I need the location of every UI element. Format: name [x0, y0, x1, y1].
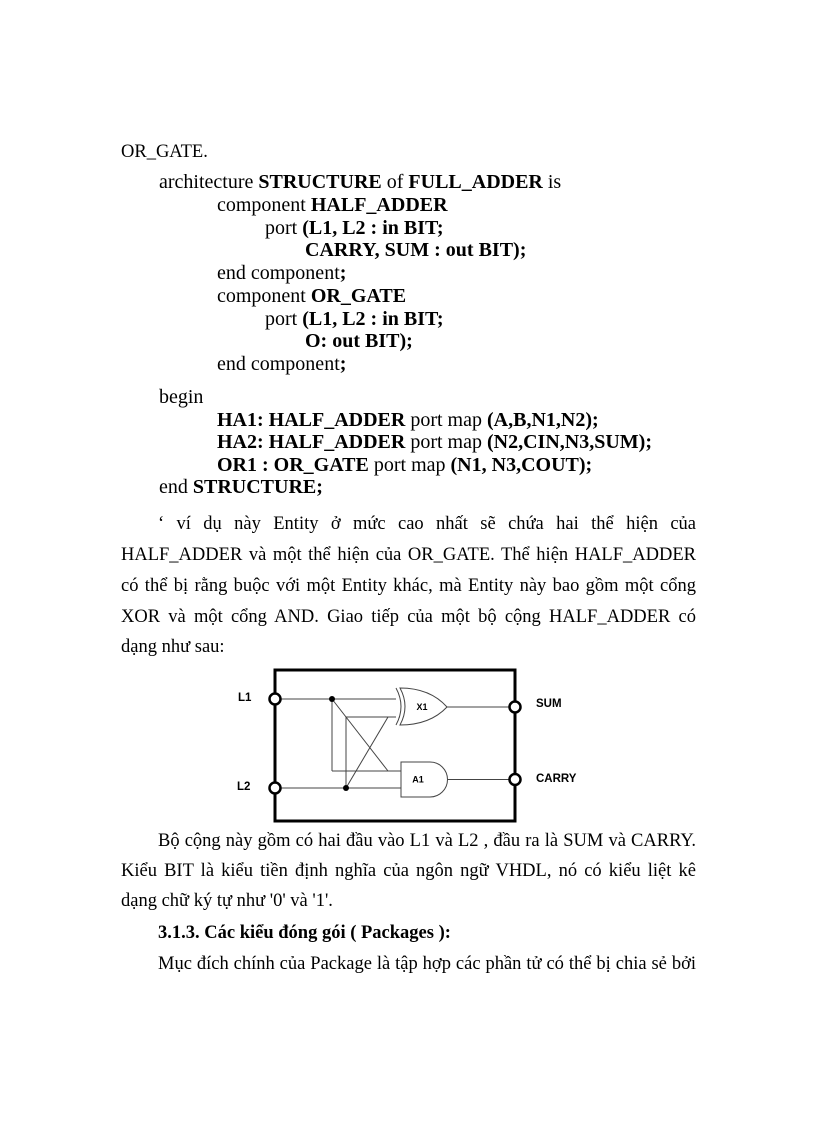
- code-line: component HALF_ADDER: [217, 194, 448, 217]
- paragraph-line: Mục đích chính của Package là tập hợp cá…: [158, 954, 696, 974]
- port-circle-icon: [508, 700, 522, 714]
- code-identifier: (L1, L2 : in BIT;: [302, 308, 444, 330]
- code-identifier: OR1 : OR_GATE: [217, 454, 369, 476]
- code-line: CARRY, SUM : out BIT);: [305, 239, 526, 262]
- code-keyword: port map: [405, 431, 487, 453]
- code-keyword: of: [381, 171, 409, 193]
- code-keyword: end: [159, 476, 193, 498]
- port-circle-icon: [268, 692, 282, 706]
- code-identifier: HALF_ADDER: [310, 194, 448, 216]
- paragraph-line: XOR và một cổng AND. Giao tiếp của một b…: [121, 607, 696, 627]
- half-adder-circuit-diagram: X1 A1 L1 L2 SUM CARRY: [237, 668, 577, 823]
- paragraph-line: có thể bị rằng buộc với một Entity khác,…: [121, 576, 696, 596]
- and-gate-icon: A1: [400, 761, 448, 798]
- code-identifier: STRUCTURE: [258, 171, 382, 193]
- paragraph-line: Kiểu BIT là kiểu tiền định nghĩa của ngô…: [121, 861, 696, 881]
- code-identifier: STRUCTURE;: [192, 476, 323, 498]
- code-identifier: (A,B,N1,N2);: [487, 409, 599, 431]
- code-line: HA1: HALF_ADDER port map (A,B,N1,N2);: [217, 409, 599, 432]
- code-identifier: HA1: HALF_ADDER: [217, 409, 406, 431]
- code-line: begin: [159, 386, 203, 409]
- port-circle-icon: [508, 772, 522, 787]
- code-keyword: end component: [217, 262, 340, 284]
- code-identifier: CARRY, SUM : out BIT);: [305, 239, 527, 261]
- code-punctuation: ;: [339, 353, 347, 375]
- xor-gate-icon: X1: [395, 687, 448, 726]
- code-identifier: (L1, L2 : in BIT;: [302, 217, 444, 239]
- code-keyword: component: [217, 285, 311, 307]
- code-keyword: architecture: [159, 171, 259, 193]
- xor-gate-label: X1: [416, 702, 427, 712]
- code-keyword: end component: [217, 353, 340, 375]
- entity-boundary: [273, 668, 517, 823]
- code-line: port (L1, L2 : in BIT;: [265, 308, 444, 331]
- code-keyword: component: [217, 194, 311, 216]
- code-identifier: OR_GATE: [310, 285, 407, 307]
- lead-in-text: OR_GATE.: [121, 142, 208, 162]
- code-punctuation: ;: [339, 262, 347, 284]
- code-identifier: FULL_ADDER: [408, 171, 543, 193]
- input-label-l1: L1: [238, 692, 252, 704]
- code-line: component OR_GATE: [217, 285, 406, 308]
- paragraph-line: ‘ ví dụ này Entity ở mức cao nhất sẽ chứ…: [158, 514, 696, 534]
- input-label-l2: L2: [237, 781, 250, 793]
- code-line: port (L1, L2 : in BIT;: [265, 217, 444, 240]
- wires: [275, 698, 515, 789]
- paragraph-line: dạng như sau:: [121, 637, 225, 657]
- and-gate-label: A1: [412, 775, 424, 785]
- port-circle-icon: [268, 781, 282, 795]
- code-identifier: HA2: HALF_ADDER: [217, 431, 406, 453]
- code-line: OR1 : OR_GATE port map (N1, N3,COUT);: [217, 454, 592, 477]
- code-line: architecture STRUCTURE of FULL_ADDER is: [159, 171, 561, 194]
- code-identifier: O: out BIT);: [305, 330, 413, 352]
- paragraph-line: Bộ cộng này gồm có hai đầu vào L1 và L2 …: [158, 831, 696, 851]
- paragraph-line: HALF_ADDER và một thể hiện của OR_GATE. …: [121, 545, 696, 565]
- code-line: end STRUCTURE;: [159, 476, 323, 499]
- code-identifier: (N1, N3,COUT);: [450, 454, 593, 476]
- code-line: O: out BIT);: [305, 330, 413, 353]
- paragraph-line: dạng chữ ký tự như '0' và '1'.: [121, 891, 333, 911]
- code-keyword: port: [265, 308, 303, 330]
- code-keyword: is: [542, 171, 562, 193]
- code-keyword: port map: [405, 409, 487, 431]
- code-identifier: (N2,CIN,N3,SUM);: [487, 431, 652, 453]
- code-keyword: port: [265, 217, 303, 239]
- code-keyword: port map: [368, 454, 451, 476]
- junction-dot-icon: [343, 785, 349, 791]
- code-line: HA2: HALF_ADDER port map (N2,CIN,N3,SUM)…: [217, 431, 652, 454]
- code-keyword: begin: [159, 386, 204, 408]
- output-label-sum: SUM: [536, 698, 562, 710]
- code-line: end component;: [217, 353, 346, 376]
- section-heading: 3.1.3. Các kiểu đóng gói ( Packages ):: [158, 923, 451, 943]
- junction-dot-icon: [329, 696, 335, 702]
- code-line: end component;: [217, 262, 346, 285]
- output-label-carry: CARRY: [536, 773, 577, 785]
